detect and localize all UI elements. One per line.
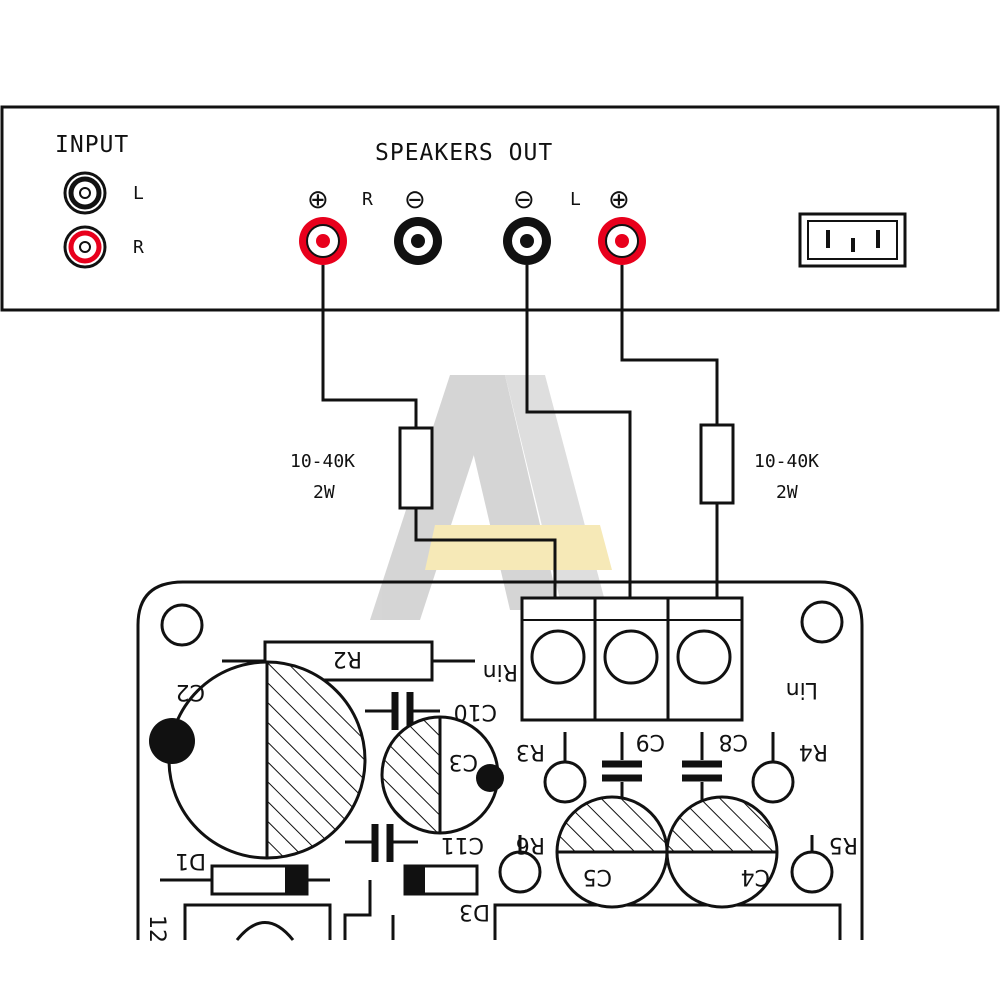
label-c2: C2 xyxy=(176,679,205,704)
component-c3 xyxy=(380,715,504,835)
component-r3 xyxy=(543,732,587,804)
pcb-mount-hole-left xyxy=(160,603,204,647)
component-r5 xyxy=(790,835,834,894)
speaker-post-l-plus xyxy=(598,217,646,265)
label-lin: Lin xyxy=(786,677,818,702)
l-minus-symbol: ⊖ xyxy=(513,185,535,215)
input-jack-left xyxy=(63,171,107,215)
resistor-left-value: 10-40K xyxy=(290,451,355,472)
label-r2: R2 xyxy=(333,646,362,671)
input-left-label: L xyxy=(133,183,144,204)
pcb-mount-hole-right xyxy=(800,600,844,644)
label-r6: R6 xyxy=(516,832,545,857)
l-plus-symbol: ⊕ xyxy=(608,185,630,215)
component-d3 xyxy=(403,864,479,896)
wire-l-minus xyxy=(525,265,632,600)
bottom-partial-components xyxy=(183,880,842,941)
terminal-block xyxy=(520,596,744,722)
resistor-right-power: 2W xyxy=(776,482,798,503)
resistor-left xyxy=(398,426,434,510)
component-c9 xyxy=(602,732,642,800)
speaker-post-r-minus xyxy=(394,217,442,265)
label-r4: R4 xyxy=(799,739,828,764)
watermark-logo xyxy=(370,375,612,620)
pcb-board-outline xyxy=(136,580,864,940)
resistor-right xyxy=(699,423,735,505)
label-rin: Rin xyxy=(483,659,518,684)
speaker-post-l-minus xyxy=(503,217,551,265)
label-r3: R3 xyxy=(516,739,545,764)
speakers-out-label: SPEAKERS OUT xyxy=(375,140,553,166)
label-12: 12 xyxy=(144,915,169,943)
speaker-post-r-plus xyxy=(299,217,347,265)
label-c9: C9 xyxy=(636,729,665,754)
wiring xyxy=(321,265,719,600)
component-c5 xyxy=(555,795,669,909)
component-r6 xyxy=(498,835,542,894)
label-d3: D3 xyxy=(459,899,490,924)
wire-l-plus xyxy=(620,265,719,425)
component-c11 xyxy=(345,824,418,862)
label-c8: C8 xyxy=(719,729,748,754)
amplifier-panel xyxy=(0,105,1000,312)
speaker-r-label: R xyxy=(362,189,373,210)
label-c4: C4 xyxy=(741,864,770,889)
component-c4 xyxy=(665,795,779,909)
wire-r-plus xyxy=(321,265,418,428)
power-socket-icon xyxy=(798,212,907,268)
component-r4 xyxy=(751,732,795,804)
input-label: INPUT xyxy=(55,132,129,158)
label-d1: D1 xyxy=(175,848,206,873)
label-r5: R5 xyxy=(829,832,858,857)
label-c5: C5 xyxy=(583,864,612,889)
component-c8 xyxy=(682,732,722,800)
r-plus-symbol: ⊕ xyxy=(307,185,329,215)
input-jack-right xyxy=(63,225,107,269)
resistor-right-value: 10-40K xyxy=(754,451,819,472)
component-d1 xyxy=(160,864,330,896)
input-right-label: R xyxy=(133,237,144,258)
label-c3: C3 xyxy=(449,749,478,774)
label-c11: C11 xyxy=(441,832,484,857)
wire-r-resistor-out xyxy=(414,508,557,600)
resistor-left-power: 2W xyxy=(313,482,335,503)
r-minus-symbol: ⊖ xyxy=(404,185,426,215)
speaker-l-label: L xyxy=(570,189,581,210)
